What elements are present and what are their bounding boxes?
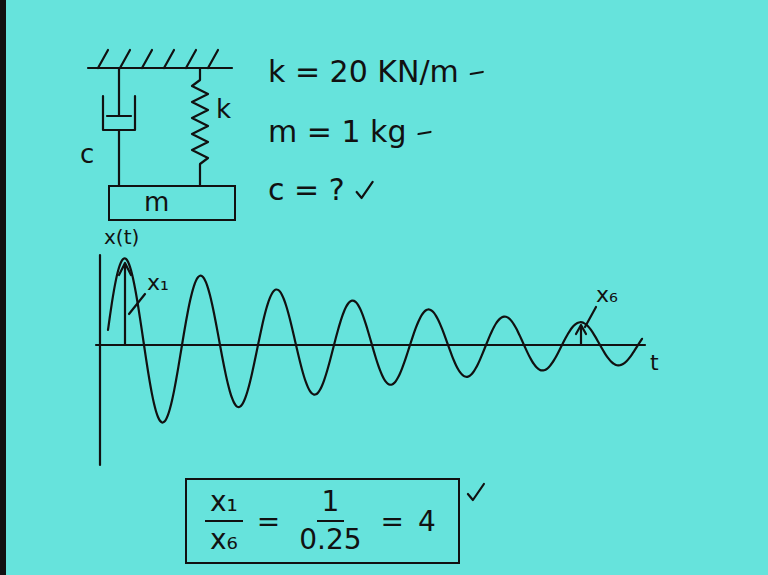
fraction: 10.25 bbox=[294, 486, 366, 556]
denominator: x₆ bbox=[205, 522, 243, 556]
leader-line bbox=[129, 294, 145, 314]
board-edge bbox=[0, 0, 6, 575]
ceiling-hatch bbox=[98, 50, 218, 68]
equation-symbol: = bbox=[257, 505, 280, 538]
fraction: x₁x₆ bbox=[205, 486, 243, 556]
parameter-text: c = ? bbox=[268, 173, 345, 208]
damper-cup bbox=[103, 96, 135, 130]
equation-box: x₁x₆ = 10.25 = 4 bbox=[185, 478, 460, 564]
dash-mark bbox=[418, 132, 430, 134]
mass-label: m bbox=[144, 188, 204, 218]
dash-mark bbox=[471, 72, 483, 74]
amplitude-arrow bbox=[576, 325, 586, 345]
equation-row: x₁x₆ = 10.25 = 4 bbox=[205, 486, 436, 556]
numerator: x₁ bbox=[205, 486, 243, 522]
mass-block: m bbox=[108, 185, 236, 221]
parameter-text: m = 1 kg bbox=[268, 115, 406, 150]
spring-label: k bbox=[216, 95, 231, 125]
axis-label: x(t) bbox=[104, 226, 139, 249]
check-mark bbox=[357, 182, 373, 198]
amplitude-label: x₁ bbox=[147, 270, 169, 295]
equation-term: 4 bbox=[418, 505, 436, 538]
damper-rod bbox=[118, 130, 120, 185]
response-curve bbox=[108, 258, 642, 422]
amplitude-label: x₆ bbox=[596, 282, 618, 307]
spring-symbol bbox=[192, 68, 208, 185]
numerator: 1 bbox=[317, 486, 345, 522]
equation-term: = bbox=[381, 505, 404, 538]
amplitude-arrow bbox=[119, 263, 131, 345]
check-mark bbox=[468, 484, 484, 500]
damper-label: c bbox=[80, 140, 94, 170]
equation-symbol: = bbox=[381, 505, 404, 538]
axis-label: t bbox=[650, 350, 659, 375]
parameter-text: k = 20 KN/m bbox=[268, 55, 459, 90]
denominator: 0.25 bbox=[294, 522, 366, 556]
vertical-axis bbox=[99, 255, 101, 465]
equation-symbol: 4 bbox=[418, 505, 436, 538]
equation-term: = bbox=[257, 505, 280, 538]
leader-line bbox=[585, 307, 596, 327]
damper-piston bbox=[107, 68, 131, 116]
ceiling-line bbox=[88, 67, 232, 69]
